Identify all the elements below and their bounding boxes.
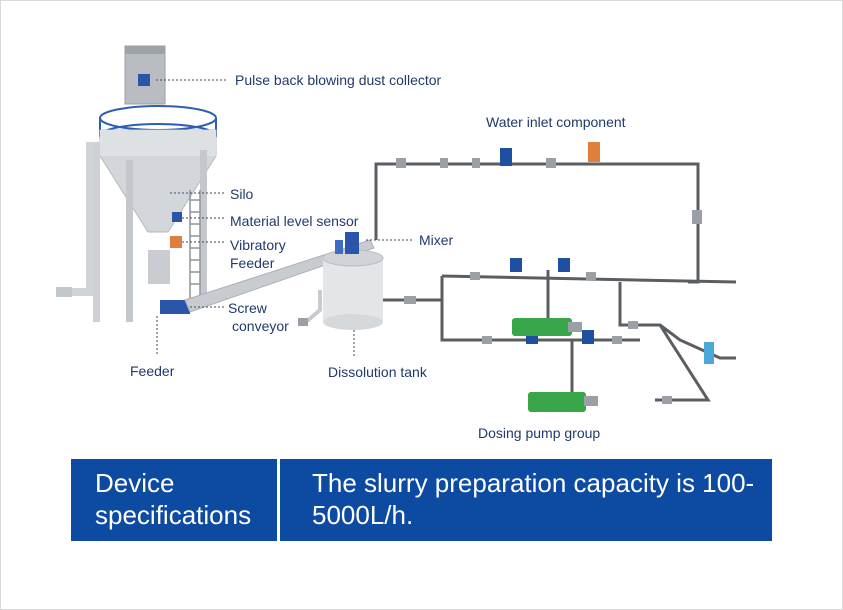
spec-text: The slurry preparation capacity is 100-5… [312, 468, 755, 530]
pipework [374, 162, 737, 402]
dosing-pumps [512, 318, 598, 412]
label-dosing-pump-group: Dosing pump group [478, 425, 601, 441]
spec-bar: Device specifications The slurry prepara… [71, 459, 772, 541]
label-water-inlet: Water inlet component [486, 114, 626, 130]
spec-heading: Device specifications [95, 468, 252, 530]
label-screw-conveyor-line1: Screw [228, 300, 267, 316]
label-feeder: Feeder [130, 363, 175, 379]
label-dissolution-tank: Dissolution tank [328, 364, 427, 380]
label-silo: Silo [230, 186, 254, 202]
dissolution-tank [298, 232, 384, 330]
label-mixer: Mixer [419, 232, 454, 248]
label-vibratory-feeder-line1: Vibratory [230, 237, 286, 253]
label-screw-conveyor-line2: conveyor [232, 318, 289, 334]
label-dust-collector: Pulse back blowing dust collector [235, 72, 442, 88]
spec-divider [277, 459, 280, 541]
label-level-sensor: Material level sensor [230, 213, 359, 229]
label-vibratory-feeder-line2: Feeder [230, 255, 275, 271]
